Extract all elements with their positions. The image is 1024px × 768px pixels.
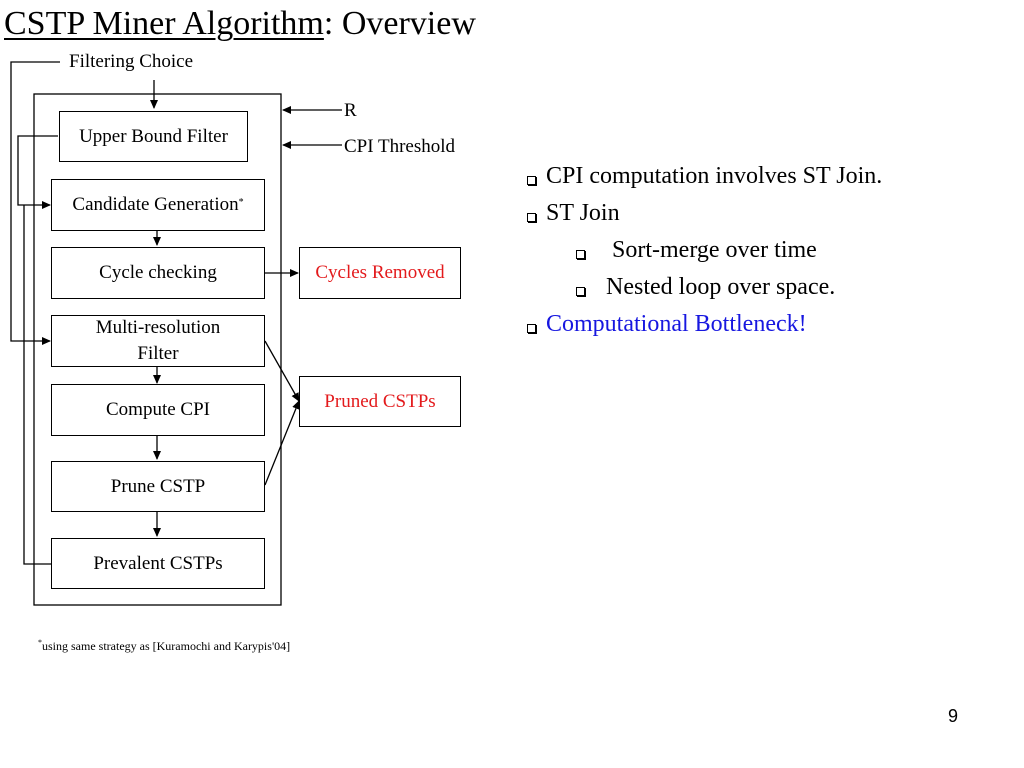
footnote-text: using same strategy as [Kuramochi and Ka… <box>42 639 291 653</box>
square-bullet-icon <box>527 324 536 333</box>
multi-resolution-label-line1: Multi-resolution <box>95 317 221 338</box>
upper-bound-loop-connector <box>17 135 58 209</box>
bullet-text: Nested loop over space. <box>606 274 836 300</box>
candidate-generation-footnote-marker: * <box>238 197 244 208</box>
pruned-cstps-box: Pruned CSTPs <box>299 376 461 427</box>
bullet-text: Sort-merge over time <box>606 237 817 263</box>
square-bullet-icon <box>576 250 585 259</box>
prune-cstp-label: Prune CSTP <box>110 475 206 497</box>
prevalent-loop-connector <box>23 205 51 565</box>
bullet-text: ST Join <box>546 200 620 226</box>
compute-cpi-box: Compute CPI <box>51 384 265 436</box>
filtering-choice-label: Filtering Choice <box>69 51 194 72</box>
footnote: *using same strategy as [Kuramochi and K… <box>38 638 290 654</box>
page-number: 9 <box>948 706 959 726</box>
filtering-choice-connector <box>10 61 60 345</box>
algorithm-frame <box>33 93 282 606</box>
cycles-removed-box: Cycles Removed <box>299 247 461 299</box>
square-bullet-icon <box>527 176 536 185</box>
candidate-generation-box: Candidate Generation* <box>51 179 265 231</box>
square-bullet-icon <box>576 287 585 296</box>
slide-title: CSTP Miner Algorithm: Overview <box>4 2 476 46</box>
prevalent-cstps-box: Prevalent CSTPs <box>51 538 265 589</box>
footnote-marker: * <box>38 638 42 647</box>
title-main: CSTP Miner Algorithm <box>4 5 324 42</box>
candidate-generation-label: Candidate Generation <box>72 194 239 215</box>
upper-bound-filter-box: Upper Bound Filter <box>59 111 248 162</box>
bullet-text: Computational Bottleneck! <box>546 311 807 337</box>
r-label: R <box>344 100 357 121</box>
compute-cpi-label: Compute CPI <box>106 399 210 420</box>
cpi-threshold-label: CPI Threshold <box>344 136 456 157</box>
cycles-removed-label: Cycles Removed <box>315 262 445 283</box>
pruned-cstps-label: Pruned CSTPs <box>324 390 436 412</box>
multi-resolution-label-line2: Filter <box>137 343 179 364</box>
upper-bound-filter-label: Upper Bound Filter <box>79 125 228 147</box>
title-rest: : Overview <box>323 5 476 42</box>
cycle-checking-label: Cycle checking <box>99 262 217 283</box>
prune-to-pruned-arrow <box>264 400 300 486</box>
bullet-text: CPI computation involves ST Join. <box>546 163 883 189</box>
prune-cstp-box: Prune CSTP <box>51 461 265 512</box>
cycle-checking-box: Cycle checking <box>51 247 265 299</box>
square-bullet-icon <box>527 213 536 222</box>
prevalent-cstps-label: Prevalent CSTPs <box>93 552 223 574</box>
multi-res-to-pruned-arrow <box>264 340 300 402</box>
multi-resolution-filter-box: Multi-resolution Filter <box>51 315 265 367</box>
